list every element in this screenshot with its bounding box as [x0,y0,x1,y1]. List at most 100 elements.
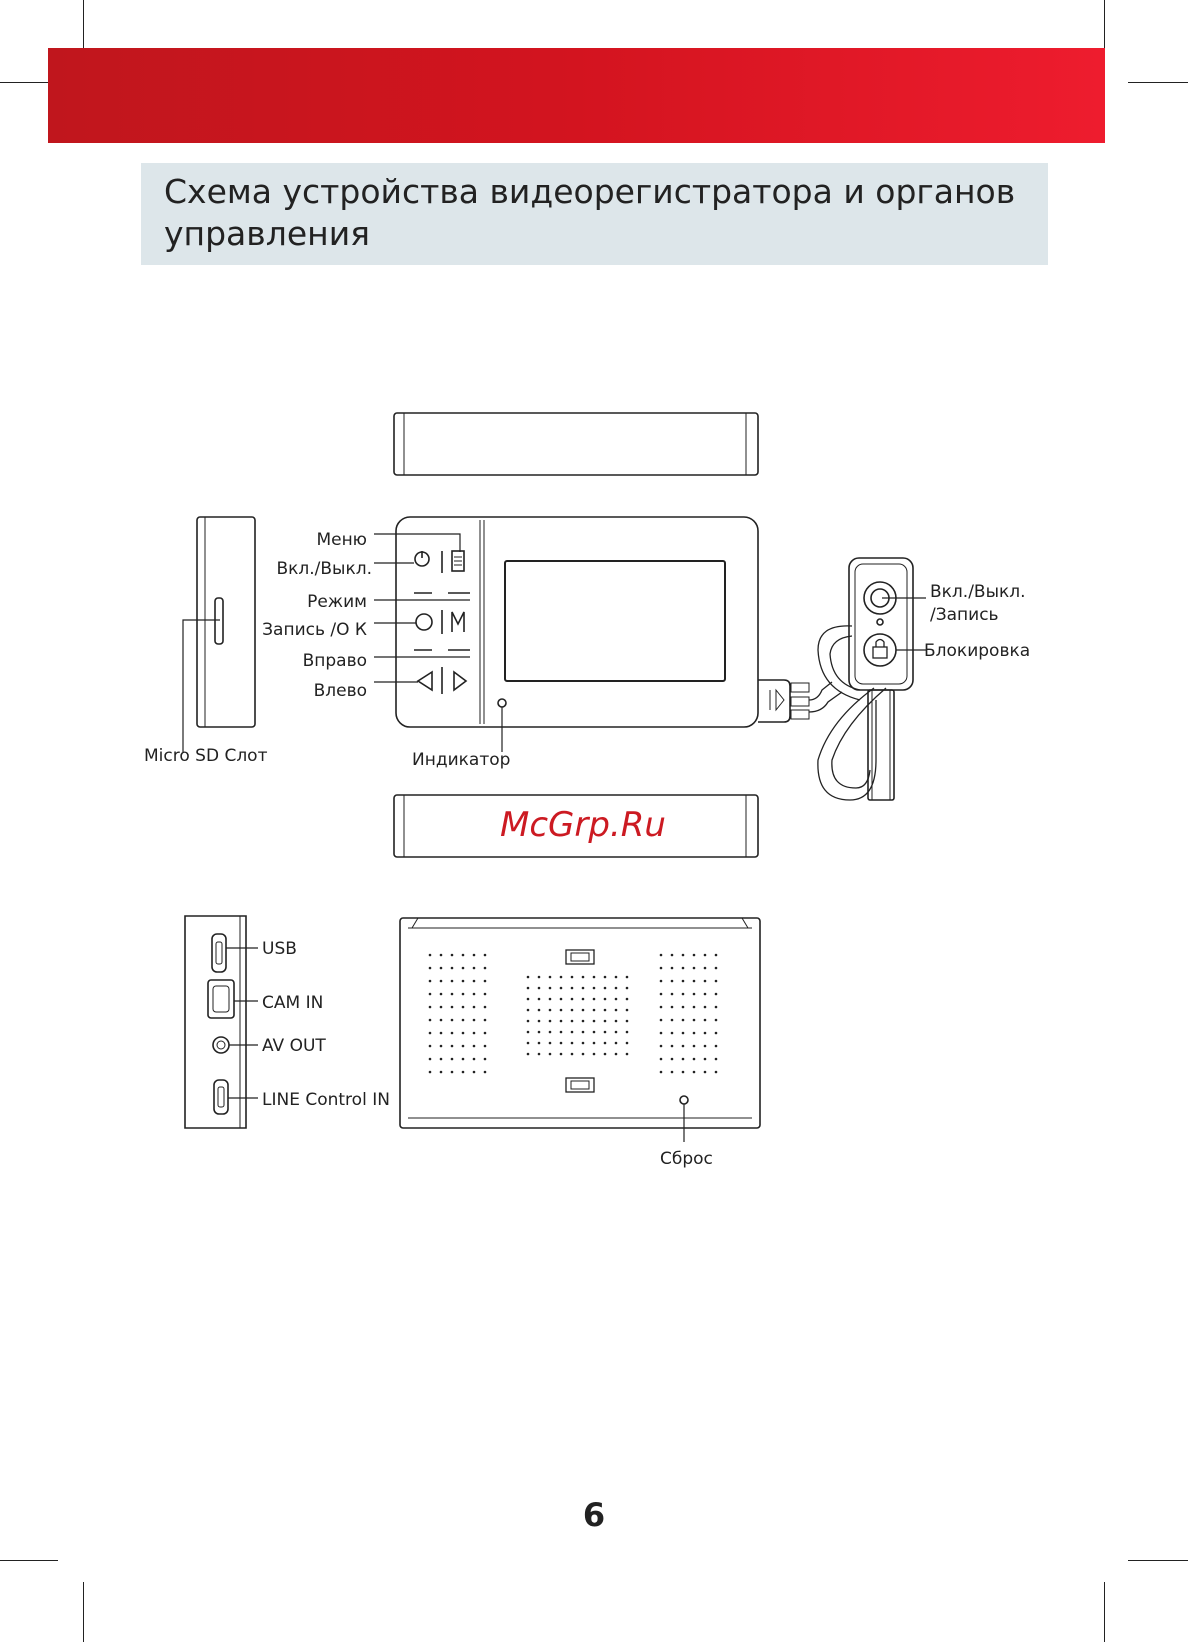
speaker-dot [484,980,487,983]
speaker-dot [660,1032,663,1035]
speaker-dot [538,1009,541,1012]
speaker-dot [615,1042,618,1045]
speaker-dot [626,998,629,1001]
label-usb: USB [262,939,297,959]
left-arrow-icon [418,672,432,690]
speaker-dot [715,954,718,957]
speaker-dot [593,976,596,979]
speaker-dot [571,1009,574,1012]
speaker-dot [451,993,454,996]
speaker-dot [549,987,552,990]
speaker-dot [604,976,607,979]
speaker-dot [549,1042,552,1045]
speaker-dot [671,993,674,996]
speaker-dot [440,980,443,983]
label-indicator: Индикатор [412,750,510,770]
speaker-dot [704,967,707,970]
speaker-dot [715,1019,718,1022]
label-av-out: AV OUT [262,1036,326,1056]
speaker-dot [593,1053,596,1056]
speaker-grids [429,954,718,1074]
speaker-dot [615,1053,618,1056]
label-remote-power: Вкл./Выкл. [930,582,1026,602]
speaker-dot [549,1020,552,1023]
speaker-dot [560,976,563,979]
speaker-dot [549,1053,552,1056]
speaker-dot [582,1009,585,1012]
speaker-dot [473,1006,476,1009]
speaker-dot [615,1020,618,1023]
speaker-dot [571,1053,574,1056]
speaker-dot [715,980,718,983]
speaker-dot [429,1045,432,1048]
speaker-dot [626,1042,629,1045]
speaker-dot [473,1032,476,1035]
speaker-dot [604,1031,607,1034]
speaker-dot [704,1045,707,1048]
speaker-dot [571,1020,574,1023]
speaker-dot [704,1058,707,1061]
speaker-dot [429,980,432,983]
indicator-led [498,699,506,707]
label-menu: Меню [316,530,367,550]
speaker-dot [429,954,432,957]
speaker-dot [682,980,685,983]
speaker-dot [484,954,487,957]
speaker-dot [473,980,476,983]
speaker-dot [440,1006,443,1009]
speaker-dot [560,1031,563,1034]
speaker-dot [582,1020,585,1023]
mode-icon [452,612,464,632]
speaker-dot [560,987,563,990]
usb-port [212,934,226,972]
label-line-control: LINE Control IN [262,1090,390,1110]
speaker-dot [538,1031,541,1034]
speaker-dot [560,1042,563,1045]
speaker-dot [462,993,465,996]
speaker-dot [615,1031,618,1034]
speaker-dot [582,998,585,1001]
speaker-dot [693,980,696,983]
device-back-view [400,918,760,1142]
speaker-dot [527,1020,530,1023]
speaker-dot [671,1006,674,1009]
speaker-dot [693,1045,696,1048]
speaker-dot [429,1019,432,1022]
speaker-dot [593,1031,596,1034]
speaker-dot [615,987,618,990]
speaker-dot [604,1053,607,1056]
speaker-dot [440,967,443,970]
speaker-dot [660,967,663,970]
label-lock: Блокировка [924,641,1030,661]
speaker-dot [538,998,541,1001]
micro-sd-slot [215,598,223,644]
speaker-dot [451,980,454,983]
speaker-dot [473,954,476,957]
speaker-dot [440,1019,443,1022]
speaker-dot [462,1071,465,1074]
speaker-dot [660,1071,663,1074]
speaker-dot [704,1019,707,1022]
speaker-dot [582,1042,585,1045]
speaker-dot [582,987,585,990]
speaker-dot [462,1006,465,1009]
av-out-port [213,1037,229,1053]
speaker-dot [538,976,541,979]
speaker-dot [660,1045,663,1048]
speaker-dot [682,1071,685,1074]
screen [505,561,725,681]
speaker-dot [484,1045,487,1048]
speaker-dot [440,1045,443,1048]
speaker-dot [582,1031,585,1034]
speaker-dot [440,1071,443,1074]
speaker-dot [615,1009,618,1012]
speaker-dot [538,1053,541,1056]
speaker-dot [484,1058,487,1061]
speaker-dot [660,1019,663,1022]
device-port-side-view [185,916,258,1128]
device-top-view [394,413,758,475]
speaker-dot [473,1045,476,1048]
speaker-dot [593,1042,596,1045]
speaker-dot [527,1009,530,1012]
watermark: McGrp.Ru [500,805,666,845]
